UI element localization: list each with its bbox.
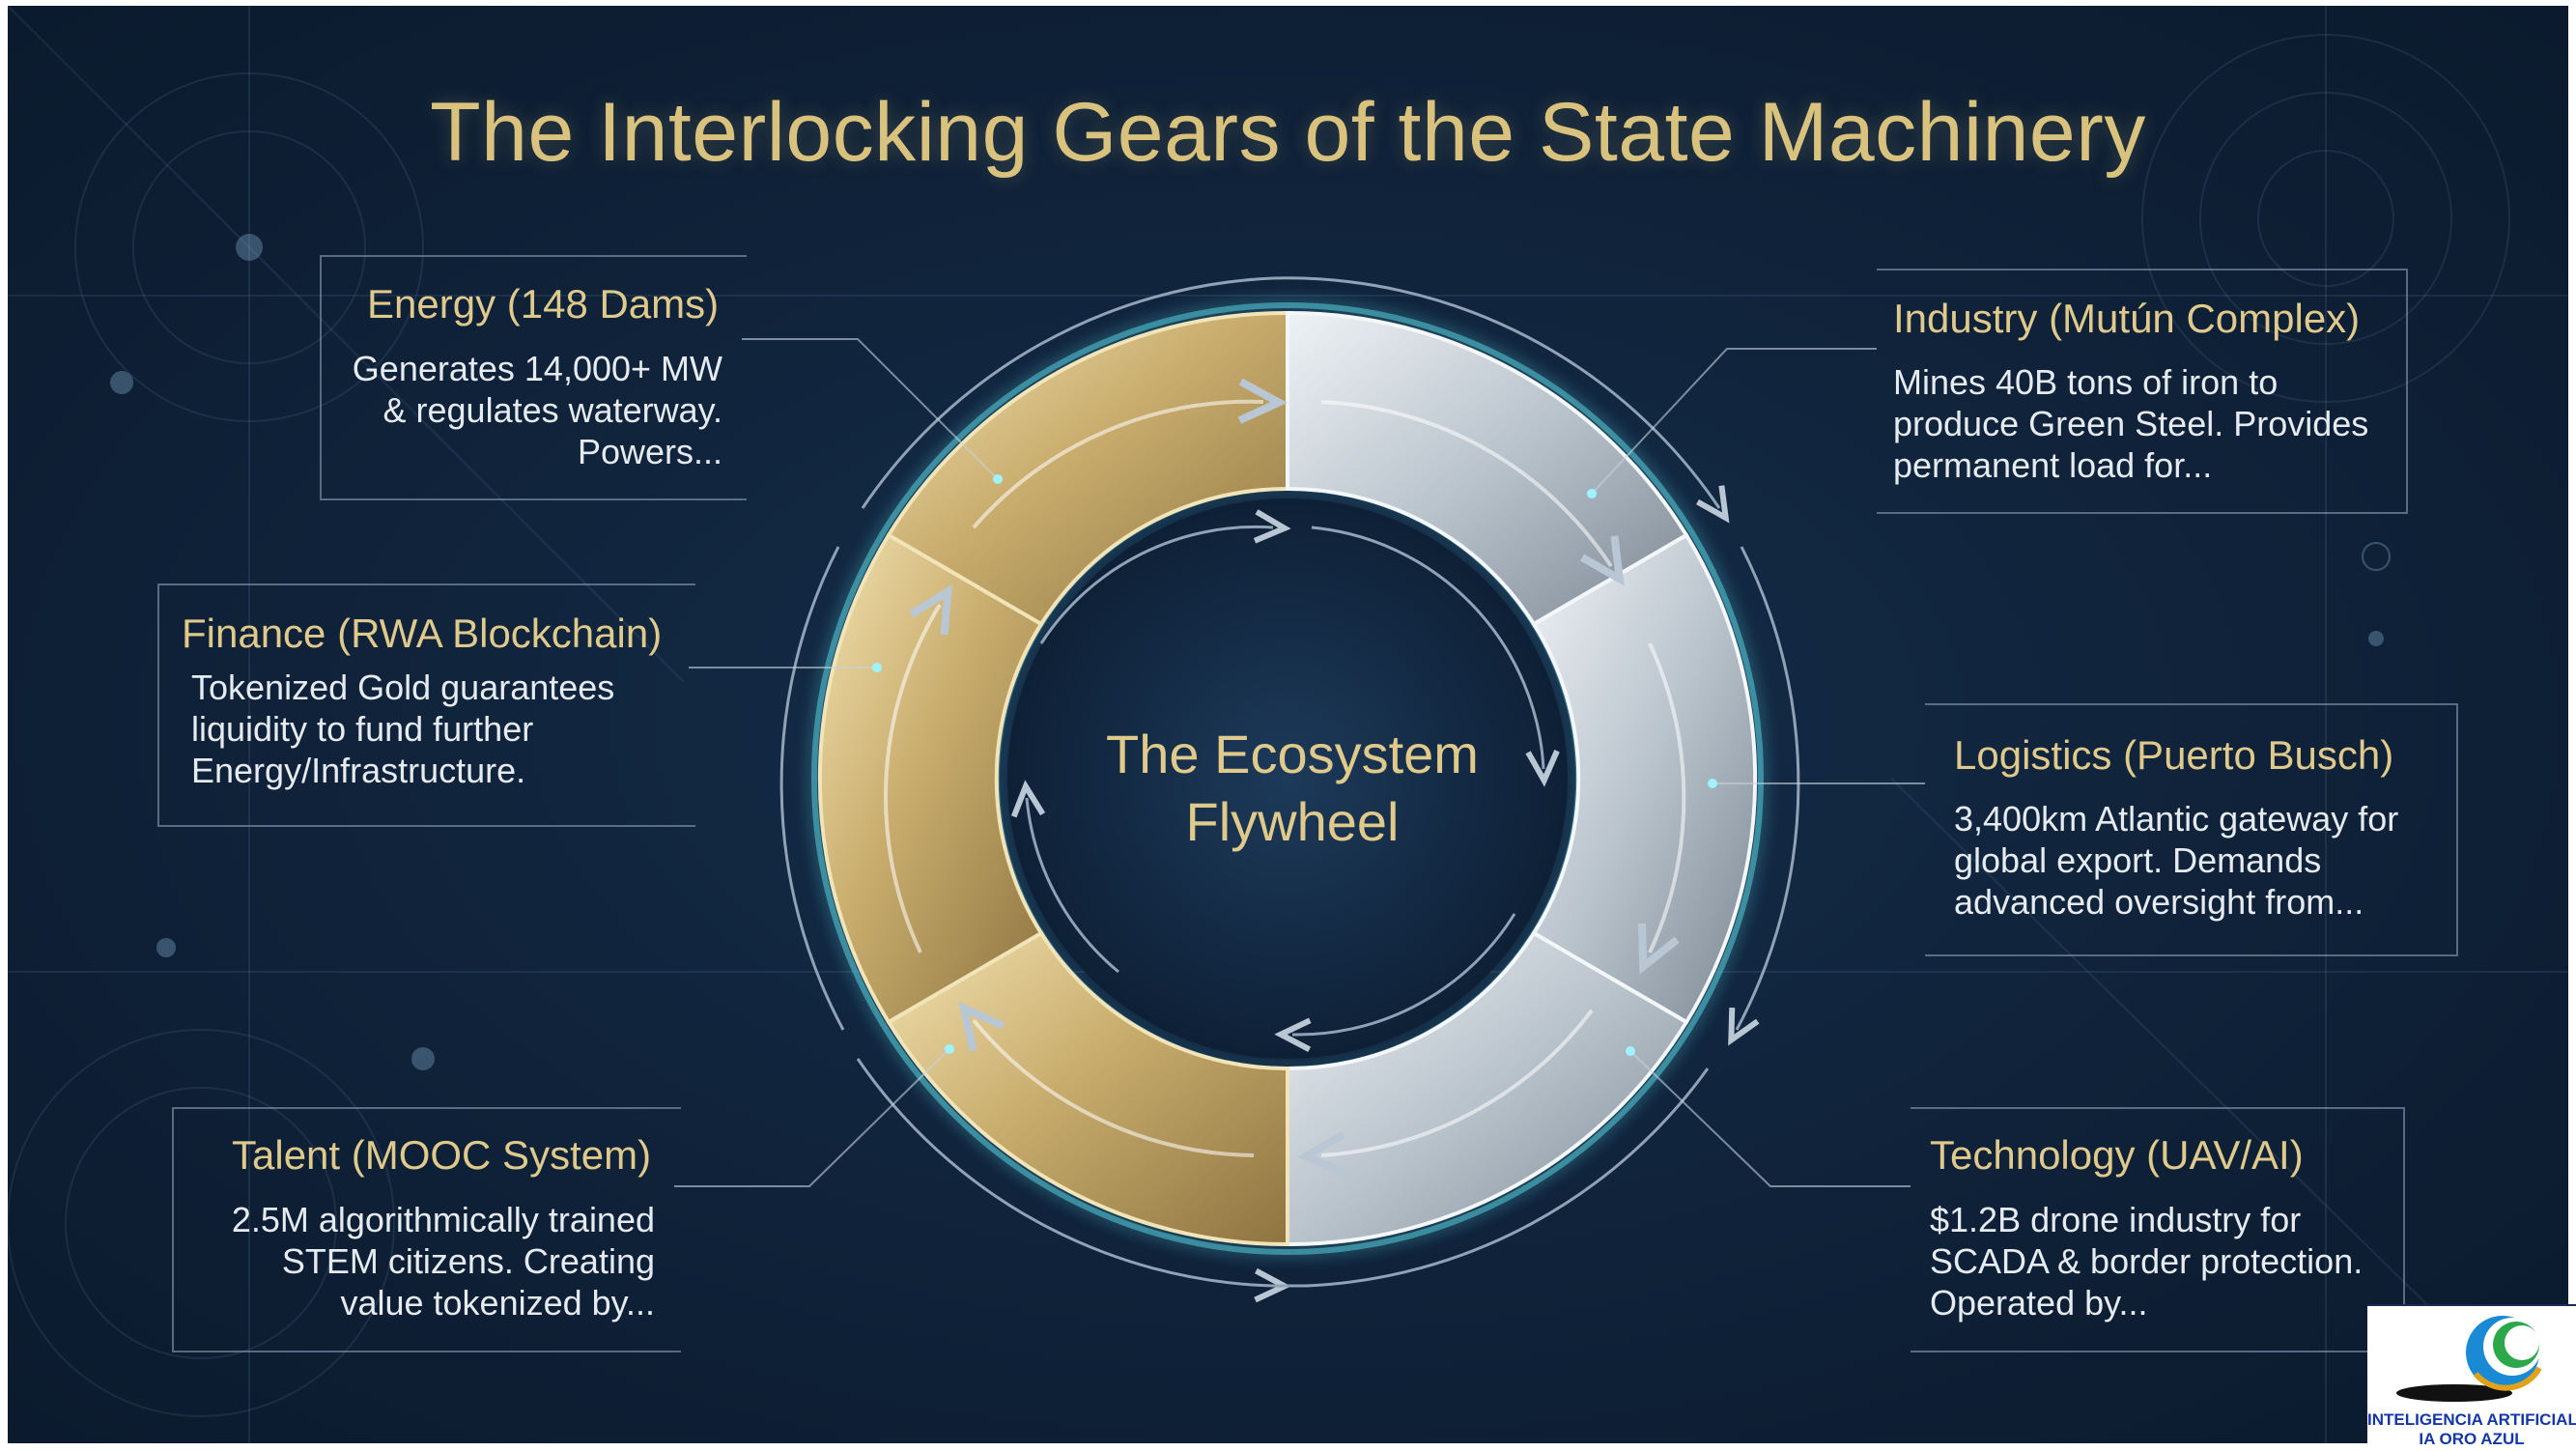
- page-title: The Interlocking Gears of the State Mach…: [430, 86, 2146, 179]
- node-technology-title: Technology (UAV/AI): [1930, 1132, 2304, 1178]
- gear-segment-logistics: [1531, 532, 1758, 1025]
- node-energy-title: Energy (148 Dams): [367, 281, 720, 327]
- gear-segment-technology: [1286, 930, 1689, 1247]
- flywheel-diagram: [8, 6, 2568, 1443]
- node-energy-box: [320, 255, 747, 500]
- node-finance-box: [157, 583, 695, 827]
- node-finance-desc: Tokenized Gold guarantees liquidity to f…: [191, 668, 615, 790]
- node-talent-title: Talent (MOOC System): [232, 1132, 652, 1178]
- node-logistics-box: [1925, 703, 2458, 956]
- logo-line-2: IA ORO AZUL: [2419, 1430, 2525, 1448]
- node-talent-box: [172, 1107, 681, 1352]
- blueprint-dots: [110, 234, 2391, 1070]
- node-industry-title: Industry (Mutún Complex): [1893, 296, 2361, 341]
- node-industry-box: [1877, 269, 2408, 514]
- node-technology-box: [1911, 1107, 2405, 1352]
- outer-orbit: [779, 276, 1800, 1303]
- gear-segment-finance: [817, 532, 1044, 1025]
- logo-line-1: INTELIGENCIA ARTIFICIAL: [2367, 1410, 2576, 1429]
- node-finance-title: Finance (RWA Blockchain): [182, 611, 663, 656]
- center-label: The Ecosystem Flywheel: [1106, 724, 1479, 852]
- infographic-canvas: The Interlocking Gears of the State Mach…: [8, 6, 2568, 1443]
- connector-lines: [674, 338, 1925, 1187]
- logo-swirl-icon: [2396, 1316, 2542, 1402]
- node-energy-desc: Generates 14,000+ MW & regulates waterwa…: [352, 349, 722, 471]
- blueprint-decoration: [8, 6, 2568, 1443]
- node-technology-desc: $1.2B drone industry for SCADA & border …: [1930, 1200, 2364, 1323]
- flywheel-ring: [811, 302, 1764, 1255]
- node-logistics-title: Logistics (Puerto Busch): [1954, 732, 2394, 778]
- gear-segment-energy: [886, 310, 1289, 627]
- brand-logo: INTELIGENCIA ARTIFICIAL IA ORO AZUL: [2367, 1304, 2576, 1451]
- node-talent-desc: 2.5M algorithmically trained STEM citize…: [231, 1200, 655, 1323]
- node-industry-desc: Mines 40B tons of iron to produce Green …: [1893, 362, 2369, 485]
- node-logistics-desc: 3,400km Atlantic gateway for global expo…: [1954, 799, 2399, 922]
